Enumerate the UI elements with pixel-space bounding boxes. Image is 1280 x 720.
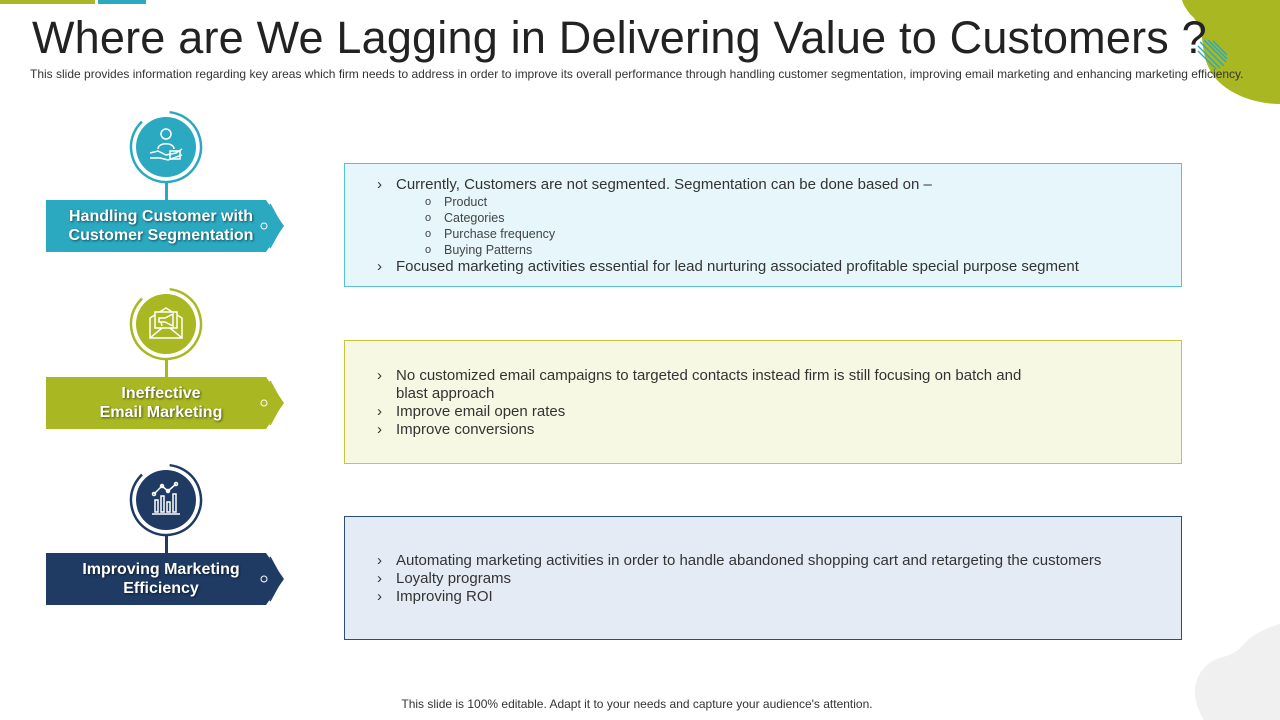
section-3-label-text: Improving Marketing Efficiency — [46, 553, 276, 605]
label-line: Improving Marketing — [82, 561, 240, 578]
customer-hand-icon — [149, 128, 183, 161]
label-line: Ineffective — [121, 385, 201, 402]
bullet-text: Currently, Customers are not segmented. … — [396, 176, 932, 193]
section-1-details-box: ›Currently, Customers are not segmented.… — [344, 163, 1182, 287]
section-1-label-text: Handling Customer with Customer Segmenta… — [46, 200, 276, 252]
top-accent-bar — [0, 0, 95, 4]
section-2-arrow-shape — [46, 377, 284, 429]
section-3-icon-badge — [128, 462, 204, 538]
bullet-text: Automating marketing activities in order… — [396, 552, 1102, 569]
bullet-item: ›Automating marketing activities in orde… — [377, 552, 1181, 570]
label-line: Email Marketing — [99, 404, 223, 421]
bullet-text: Improve email open rates — [396, 403, 566, 420]
section-3-details-box: ›Automating marketing activities in orde… — [344, 516, 1182, 640]
bullet-text: Loyalty programs — [396, 570, 512, 587]
page-subtitle: This slide provides information regardin… — [30, 67, 1244, 81]
bar-chart-icon — [151, 481, 180, 515]
sub-bullet-text: Categories — [444, 211, 505, 225]
section-3-connector — [165, 535, 168, 555]
label-line: Handling Customer with — [69, 208, 253, 225]
section-2-label-text: Ineffective Email Marketing — [46, 377, 276, 429]
bullet-text: Improving ROI — [396, 588, 493, 605]
label-line: Efficiency — [123, 580, 199, 597]
bullet-text: No customized email campaigns to targete… — [396, 367, 1022, 402]
bullet-item: ›Currently, Customers are not segmented.… — [377, 176, 1181, 194]
section-2-icon-badge — [128, 286, 204, 362]
email-megaphone-icon — [149, 307, 183, 339]
bullet-item: ›No customized email campaigns to target… — [377, 367, 1181, 403]
corner-blob-decoration — [1194, 624, 1280, 720]
bullet-item: ›Improve conversions — [377, 421, 1181, 439]
section-1-connector — [165, 182, 168, 202]
section-2-label: Ineffective Email Marketing — [46, 377, 286, 429]
page-title: Where are We Lagging in Delivering Value… — [32, 12, 1207, 63]
bullet-item: ›Improving ROI — [377, 588, 1181, 606]
section-3-label: Improving Marketing Efficiency — [46, 553, 286, 605]
section-1-arrow-shape — [46, 200, 284, 252]
section-2-connector — [165, 359, 168, 379]
corner-blob-decoration — [1182, 0, 1280, 104]
label-line: Customer Segmentation — [68, 227, 254, 244]
section-1-icon-badge — [128, 109, 204, 185]
footer-note: This slide is 100% editable. Adapt it to… — [401, 697, 873, 711]
sub-bullet-text: Buying Patterns — [444, 243, 533, 257]
bullet-item: ›Focused marketing activities essential … — [377, 258, 1181, 276]
bullet-item: ›Loyalty programs — [377, 570, 1181, 588]
sub-bullet-text: Product — [444, 195, 488, 209]
bullet-text: Focused marketing activities essential f… — [396, 258, 1079, 275]
sub-bullet-text: Purchase frequency — [444, 227, 556, 241]
section-1-label: Handling Customer with Customer Segmenta… — [46, 200, 286, 252]
section-3-arrow-shape — [46, 553, 284, 605]
bullet-item: ›Improve email open rates — [377, 403, 1181, 421]
bullet-text: Improve conversions — [396, 421, 535, 438]
section-2-details-box: ›No customized email campaigns to target… — [344, 340, 1182, 464]
top-accent-bar — [98, 0, 146, 4]
